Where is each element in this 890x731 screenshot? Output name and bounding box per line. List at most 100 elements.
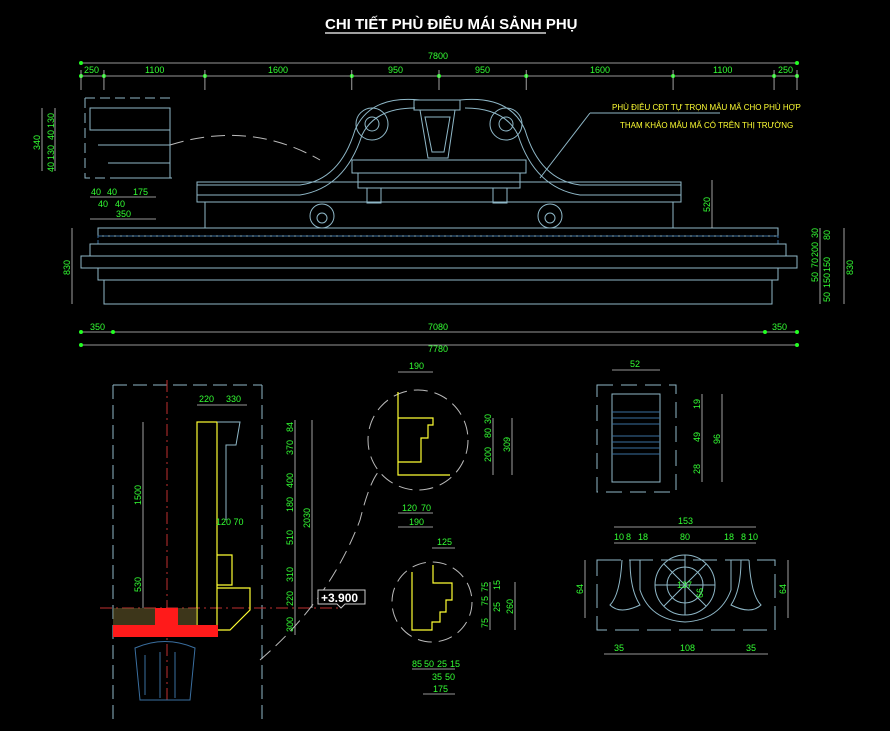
wall-section: 220 330 1500 530 120 70 84 370 400 180 5… <box>100 380 381 720</box>
dim-cap-h: 40 <box>91 187 101 197</box>
note-line-2: THAM KHẢO MẪU MÃ CÓ TRÊN THỊ TRƯỜNG <box>620 121 793 130</box>
dim-top: 1600 <box>590 65 610 75</box>
dim-cap-v: 40 <box>46 162 56 172</box>
dim-b-right: 75 <box>480 618 490 628</box>
dim-b-right: 75 <box>480 596 490 606</box>
elevation-tag <box>317 589 366 609</box>
dim-a-total-bottom: 190 <box>409 517 424 527</box>
dim-section-total: 2030 <box>302 508 312 528</box>
dim-a-right: 80 <box>483 428 493 438</box>
dim-b-top: 125 <box>437 537 452 547</box>
dim-b-bottom: 50 <box>424 659 434 669</box>
dim-section-top: 220 <box>199 394 214 404</box>
dim-section-left: 1500 <box>133 485 143 505</box>
dim-b-right: 25 <box>492 602 502 612</box>
dim-d-right: 64 <box>778 584 788 594</box>
dim-d-top: 18 <box>724 532 734 542</box>
dim-top: 1600 <box>268 65 288 75</box>
dim-d-top: 10 <box>748 532 758 542</box>
dim-bottom: 350 <box>772 322 787 332</box>
dim-right: 50 <box>810 272 820 282</box>
dim-cap-v: 130 <box>46 113 56 128</box>
dim-top: 1100 <box>145 65 164 75</box>
dim-right: 80 <box>822 230 832 240</box>
elevation-tag-text: +3.900 <box>321 591 358 605</box>
slab <box>113 625 218 637</box>
dim-cap-v: 130 <box>46 145 56 160</box>
detail-a: 190 30 80 200 309 120 70 190 <box>367 361 513 528</box>
dim-d-top: 10 <box>614 532 624 542</box>
dim-c-top: 52 <box>630 359 640 369</box>
dim-d-bottom: 108 <box>680 643 695 653</box>
dim-overall-bottom: 7780 <box>428 344 448 354</box>
dim-right: 30 <box>810 228 820 238</box>
dim-crest-height: 520 <box>702 197 712 212</box>
dim-d-center-w: 137 <box>677 580 692 590</box>
dim-section-top: 330 <box>226 394 241 404</box>
dim-a-right: 30 <box>483 414 493 424</box>
dim-bottom: 7080 <box>428 322 448 332</box>
dim-d-top: 8 <box>741 532 746 542</box>
dim-d-bottom: 35 <box>614 643 624 653</box>
dim-cap-h: 175 <box>133 187 148 197</box>
dim-b-bottom: 85 <box>412 659 422 669</box>
dim-b-right: 75 <box>480 582 490 592</box>
dim-b-bottom: 15 <box>450 659 460 669</box>
dim-right-total: 830 <box>845 260 855 275</box>
dim-a-right: 200 <box>483 447 493 462</box>
dim-cap-h: 40 <box>107 187 117 197</box>
dim-cap-h: 40 <box>98 199 108 209</box>
top-dimensions: 7800 250 1100 1600 950 950 1600 1100 250 <box>79 51 799 90</box>
dim-d-top: 8 <box>626 532 631 542</box>
dim-c-right: 49 <box>692 432 702 442</box>
dim-top: 250 <box>84 65 99 75</box>
dim-section-right: 310 <box>285 567 295 582</box>
detail-b: 125 75 75 25 75 15 260 85 50 25 15 35 50… <box>391 537 516 695</box>
dim-b-right: 15 <box>492 580 502 590</box>
dim-c-total: 96 <box>712 434 722 444</box>
dim-top: 950 <box>388 65 403 75</box>
dim-section-right: 510 <box>285 530 295 545</box>
dim-right: 200 <box>810 242 820 257</box>
dim-b-bottom2: 35 <box>432 672 442 682</box>
detail-d: 153 10 8 18 80 18 8 10 64 64 137 66 35 1… <box>575 516 789 655</box>
dim-top: 1100 <box>713 65 732 75</box>
dim-a-bottom: 120 <box>402 503 417 513</box>
dim-d-top: 18 <box>638 532 648 542</box>
dim-d-left: 64 <box>575 584 585 594</box>
dim-b-bottom2: 50 <box>445 672 455 682</box>
dim-c-right: 28 <box>692 464 702 474</box>
dim-section-inner: 120 70 <box>216 517 244 527</box>
dim-top: 950 <box>475 65 490 75</box>
dim-d-top-total: 153 <box>678 516 693 526</box>
dim-a-total: 309 <box>502 437 512 452</box>
dim-cap-v: 40 <box>46 130 56 140</box>
dim-top: 250 <box>778 65 793 75</box>
detail-c: 52 19 49 28 96 <box>596 359 723 493</box>
dim-right: 150 <box>822 257 832 272</box>
dim-right: 50 <box>822 292 832 302</box>
dim-section-right: 84 <box>285 422 295 432</box>
dim-b-total-bottom: 175 <box>433 684 448 694</box>
dim-section-right: 400 <box>285 473 295 488</box>
dim-d-center-h: 66 <box>695 588 705 598</box>
dim-section-left: 530 <box>133 577 143 592</box>
dim-bottom: 350 <box>90 322 105 332</box>
dim-b-total: 260 <box>505 599 515 614</box>
drawing-title: CHI TIẾT PHÙ ĐIÊU MÁI SẢNH PHỤ <box>325 15 578 33</box>
dim-section-right: 180 <box>285 497 295 512</box>
dim-a-top: 190 <box>409 361 424 371</box>
dim-section-right: 370 <box>285 440 295 455</box>
dim-c-right: 19 <box>692 399 702 409</box>
cap-detail: 340 130 40 130 40 40 40 175 40 40 350 <box>32 97 172 220</box>
dim-cap-h: 40 <box>115 199 125 209</box>
dim-right: 150 <box>822 273 832 288</box>
dim-b-bottom: 25 <box>437 659 447 669</box>
main-elevation: PHÙ ĐIÊU CĐT TỰ TRỌN MẪU MÃ CHO PHÙ HỢP … <box>80 98 801 305</box>
dim-cap-total-h: 350 <box>116 209 131 219</box>
dim-d-top: 80 <box>680 532 690 542</box>
note-line-1: PHÙ ĐIÊU CĐT TỰ TRỌN MẪU MÃ CHO PHÙ HỢP <box>612 103 801 112</box>
dim-cap-total: 340 <box>32 135 42 150</box>
bottom-dimensions: 350 7080 350 7780 <box>79 322 799 354</box>
elevation-side-dimensions: 830 520 30 80 200 70 150 50 150 50 830 <box>62 180 855 304</box>
